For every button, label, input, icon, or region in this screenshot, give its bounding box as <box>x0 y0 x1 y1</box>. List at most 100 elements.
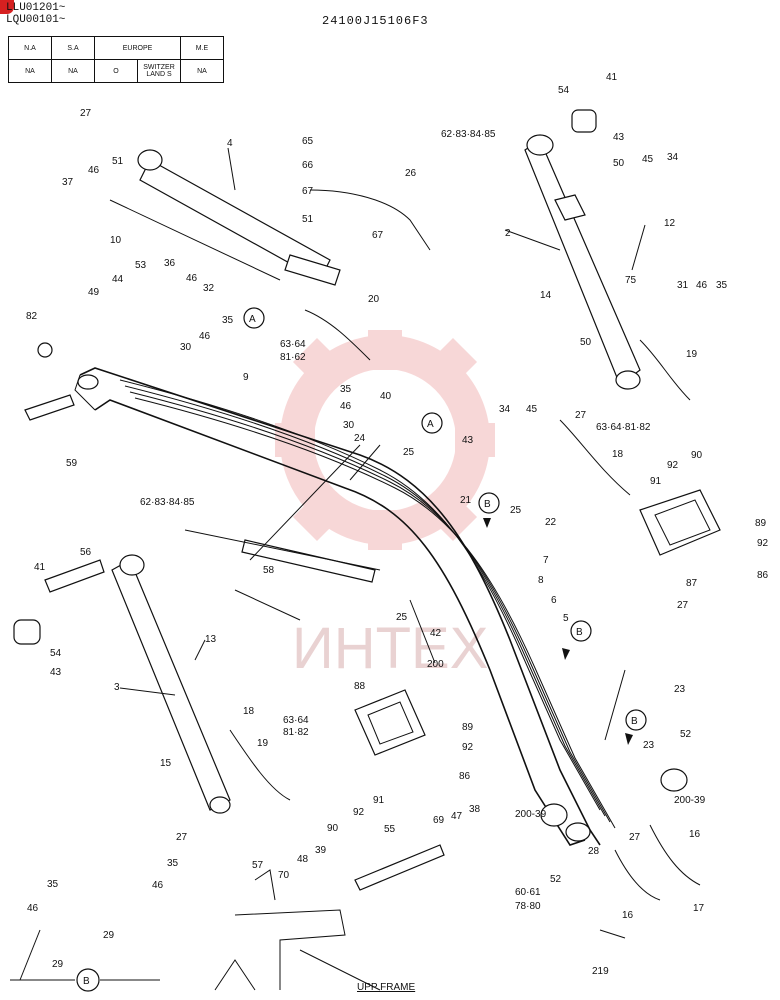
part-number: 27 <box>575 410 587 421</box>
drawing-code: 24100J15106F3 <box>322 14 429 28</box>
part-number: 58 <box>263 565 275 576</box>
part-number: 67 <box>302 186 314 197</box>
part-number: 69 <box>433 815 445 826</box>
cylinder-4 <box>109 149 341 286</box>
part-number: 6 <box>551 595 557 606</box>
config-cell: NA <box>8 59 52 83</box>
part-number: 37 <box>62 177 74 188</box>
svg-text:A: A <box>249 314 256 325</box>
part-number: 63·64·81·82 <box>596 422 651 433</box>
callout-a: A <box>243 307 265 329</box>
part-number: 36 <box>164 258 176 269</box>
part-number: 9 <box>243 372 249 383</box>
part-number: 46 <box>186 273 198 284</box>
part-number: 57 <box>252 860 264 871</box>
part-number: 89 <box>462 722 474 733</box>
config-table: N.A S.A EUROPE M.E NA NA O SWITZER LAND … <box>8 36 224 83</box>
part-number: 87 <box>686 578 698 589</box>
part-number: 67 <box>372 230 384 241</box>
upper-frame-label: UPP FRAME <box>357 982 415 993</box>
part-number: 35 <box>167 858 179 869</box>
part-number: 23 <box>674 684 686 695</box>
config-table-header-row: N.A S.A EUROPE M.E <box>8 36 224 60</box>
part-number: 26 <box>405 168 417 179</box>
watermark-gear-icon <box>275 330 495 550</box>
part-number: 22 <box>545 517 557 528</box>
part-number: 27 <box>176 832 188 843</box>
part-number: 45 <box>526 404 538 415</box>
part-number: 62·83·84·85 <box>441 129 496 140</box>
part-number: 3 <box>114 682 120 693</box>
part-number: 30 <box>343 420 355 431</box>
part-number: 25 <box>396 612 408 623</box>
part-number: 46 <box>27 903 39 914</box>
part-number: 27 <box>677 600 689 611</box>
config-cell: SWITZER LAND S <box>137 59 181 83</box>
part-number: 18 <box>612 449 624 460</box>
part-labels: 27 51 4 65 66 67 26 51 67 62·83·84·85 54… <box>26 72 769 977</box>
callout-a: A <box>421 412 443 434</box>
part-number: 44 <box>112 274 124 285</box>
part-number: 35 <box>716 280 728 291</box>
corner-marker <box>0 0 14 14</box>
part-number: 86 <box>757 570 769 581</box>
cylinder-3 <box>111 554 231 814</box>
part-number: 46 <box>88 165 100 176</box>
part-number: 5 <box>563 613 569 624</box>
part-number: 27 <box>629 832 641 843</box>
part-number: 88 <box>354 681 366 692</box>
part-number: 39 <box>315 845 327 856</box>
part-number: 54 <box>50 648 62 659</box>
part-number: 2 <box>505 228 511 239</box>
part-number: 35 <box>222 315 234 326</box>
part-number: 45 <box>642 154 654 165</box>
valve-block-87 <box>639 489 721 556</box>
part-number: 8 <box>538 575 544 586</box>
part-number: 38 <box>469 804 481 815</box>
part-number: 55 <box>384 824 396 835</box>
part-number: 40 <box>380 391 392 402</box>
valve-block-88 <box>354 689 426 756</box>
part-number: 41 <box>606 72 618 83</box>
part-number: 10 <box>110 235 122 246</box>
part-number: 13 <box>205 634 217 645</box>
part-number: 52 <box>550 874 562 885</box>
config-cell: O <box>94 59 138 83</box>
config-cell: N.A <box>8 36 52 60</box>
part-number: 59 <box>66 458 78 469</box>
part-number: 4 <box>227 138 233 149</box>
part-number: 62·83·84·85 <box>140 497 195 508</box>
serial-line-2: LQU00101~ <box>6 14 66 26</box>
svg-text:B: B <box>576 627 583 638</box>
part-number: 60·61 <box>515 887 541 898</box>
part-number: 18 <box>243 706 255 717</box>
svg-text:A: A <box>427 419 434 430</box>
cylinder-2 <box>524 134 641 390</box>
part-number: 92 <box>757 538 769 549</box>
serial-line-1: LLU01201~ <box>6 2 66 14</box>
part-number: 51 <box>112 156 124 167</box>
part-number: 24 <box>354 433 366 444</box>
part-number: 200-39 <box>674 795 706 806</box>
config-cell: NA <box>180 59 224 83</box>
part-number: 200 <box>427 659 444 670</box>
part-number: 29 <box>103 930 115 941</box>
part-number: 66 <box>302 160 314 171</box>
part-number: 28 <box>588 846 600 857</box>
leader-lines <box>10 147 646 991</box>
part-number: 14 <box>540 290 552 301</box>
part-number: 89 <box>755 518 767 529</box>
part-number: 19 <box>257 738 269 749</box>
part-number: 52 <box>680 729 692 740</box>
part-number: 35 <box>47 879 59 890</box>
config-table-row: NA NA O SWITZER LAND S NA <box>8 59 224 83</box>
part-number: 23 <box>643 740 655 751</box>
part-number: 20 <box>368 294 380 305</box>
arrow-b-icon <box>483 518 633 745</box>
boom-hoses <box>119 379 616 829</box>
callout-b: B <box>570 620 592 642</box>
part-number: 82 <box>26 311 38 322</box>
part-number: 91 <box>373 795 385 806</box>
part-number: 92 <box>667 460 679 471</box>
